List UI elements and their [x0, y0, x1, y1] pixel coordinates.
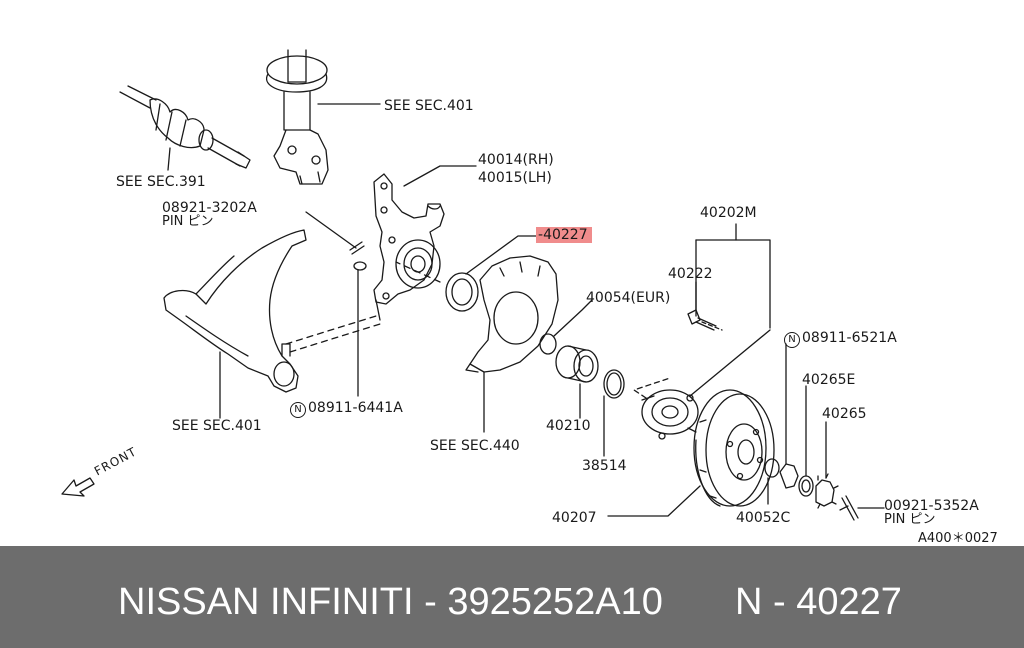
steering-knuckle	[373, 165, 477, 305]
label-see-sec-391: SEE SEC.391	[116, 174, 206, 190]
lower-control-arm	[163, 229, 381, 419]
label-part-08911-6521a: 08911-6521A	[802, 330, 897, 346]
hub-bolt	[687, 281, 717, 331]
exploded-parts-diagram	[61, 49, 885, 521]
cotter-pin-left	[305, 211, 367, 397]
footer-brand-part-number: NISSAN INFINITI - 3925252A10	[118, 581, 663, 623]
wheel-bearing	[555, 345, 599, 419]
label-see-sec-401-bottom: SEE SEC.401	[172, 418, 262, 434]
oil-seal	[395, 235, 537, 312]
label-part-40210: 40210	[546, 418, 591, 434]
footer-reference-number: N - 40227	[735, 581, 902, 623]
cotter-pin-right	[839, 495, 885, 521]
drawing-code: A400＊0027	[918, 531, 998, 546]
snap-ring	[539, 299, 593, 355]
label-part-08911-6441a: 08911-6441A	[308, 400, 403, 416]
label-part-40265e: 40265E	[802, 372, 856, 388]
label-pin-1: PIN ピン	[162, 214, 214, 229]
hub-nut	[779, 343, 799, 489]
label-part-40227-highlighted: -40227	[536, 227, 592, 243]
footer-banner: NISSAN INFINITI - 3925252A10 N - 40227	[0, 546, 1024, 648]
label-part-40207: 40207	[552, 510, 597, 526]
drive-shaft	[119, 85, 251, 171]
circled-n-icon: N	[290, 402, 306, 418]
label-part-38514: 38514	[582, 458, 627, 474]
label-part-40054: 40054(EUR)	[586, 290, 671, 306]
label-part-40014: 40014(RH)	[478, 152, 554, 168]
wheel-hub	[633, 223, 771, 440]
washer	[764, 458, 780, 505]
front-arrow-icon	[61, 477, 95, 497]
label-part-40222: 40222	[668, 266, 713, 282]
label-part-40015: 40015(LH)	[478, 170, 552, 186]
label-part-40202m: 40202M	[700, 205, 757, 221]
label-part-40052c: 40052C	[736, 510, 791, 526]
label-part-40265: 40265	[822, 406, 867, 422]
label-pin-2: PIN ピン	[884, 512, 936, 527]
label-part-00921-5352a: 00921-5352A	[884, 498, 979, 514]
label-part-40227: 40227	[543, 227, 588, 243]
lock-nut	[798, 385, 814, 497]
snap-ring-38514	[603, 369, 625, 457]
label-see-sec-440: SEE SEC.440	[430, 438, 520, 454]
label-part-08921-3202a: 08921-3202A	[162, 200, 257, 216]
label-see-sec-401-top: SEE SEC.401	[384, 98, 474, 114]
circled-n-icon: N	[784, 332, 800, 348]
adjusting-cap	[815, 421, 839, 509]
disc-rotor	[607, 389, 775, 517]
strut-assembly	[266, 49, 381, 185]
baffle-plate	[465, 255, 559, 433]
